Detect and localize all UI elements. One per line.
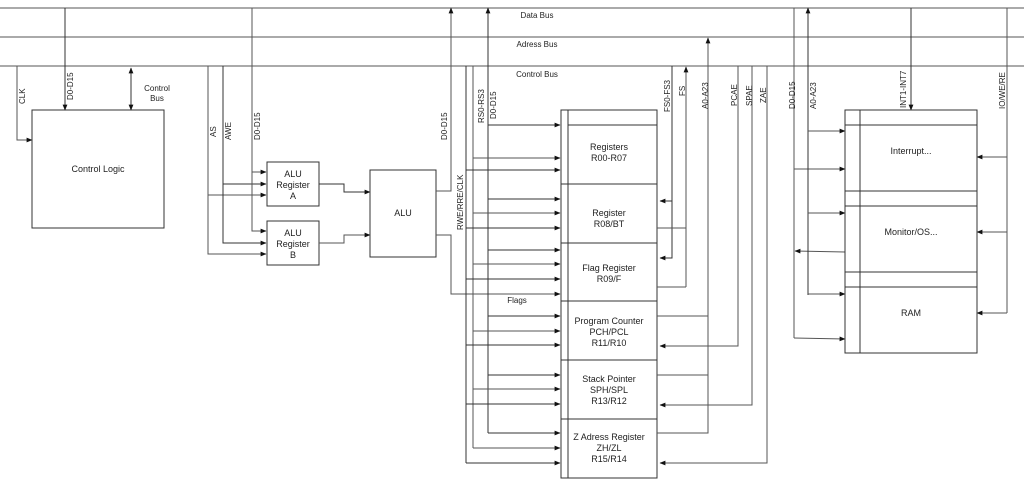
svg-text:PCH/PCL: PCH/PCL [589, 327, 628, 337]
alu-register-a-line1: ALU [284, 169, 302, 179]
alu-data-wire-a [251, 8, 267, 175]
fs-bus-label: FS0-FS3 [663, 79, 672, 112]
spae-wire [659, 66, 753, 408]
control-bus-label: Control Bus [516, 70, 558, 79]
reg-a-to-alu-wire [319, 183, 371, 195]
control-logic-section: Control Logic CLK D0-D15 Control Bus [16, 8, 170, 229]
clk-label: CLK [18, 88, 27, 104]
register-stack [560, 109, 658, 479]
alu-label: ALU [394, 208, 412, 218]
pcae-label: PCAE [730, 84, 739, 106]
svg-text:R00-R07: R00-R07 [591, 153, 627, 163]
svg-text:ZH/ZL: ZH/ZL [596, 443, 621, 453]
alu-register-b-line2: Register [276, 239, 310, 249]
alu-register-b-line1: ALU [284, 228, 302, 238]
svg-text:R11/R10: R11/R10 [592, 338, 627, 348]
mem-data-label: D0-D15 [788, 81, 797, 109]
svg-text:Z Adress Register: Z Adress Register [573, 432, 645, 442]
svg-text:R15/R14: R15/R14 [591, 454, 627, 464]
as-label: AS [209, 126, 218, 137]
register-r00-r07: Registers R00-R07 [590, 142, 629, 163]
alu-register-b-line3: B [290, 250, 296, 260]
addr-out-wire [657, 37, 711, 317]
alu-data-label: D0-D15 [253, 112, 262, 140]
alu-register-a [266, 161, 320, 207]
address-bus-label: Adress Bus [517, 40, 558, 49]
control-bus-text-2: Bus [150, 94, 164, 103]
memory-stack [844, 109, 978, 354]
alu-section: AS AWE D0-D15 ALU Register A ALU Registe… [207, 7, 561, 305]
bus-lines: Data Bus Adress Bus Control Bus [0, 7, 1024, 79]
control-logic-label: Control Logic [71, 164, 125, 174]
control-data-label: D0-D15 [66, 72, 75, 100]
register-stack-pointer: Stack Pointer SPH/SPL R13/R12 [582, 374, 636, 406]
pcae-wire [659, 66, 739, 349]
alu-out-data-wire [436, 7, 454, 192]
mem-addr-label: A0-A23 [809, 82, 818, 109]
interrupt-block: Interrupt... [890, 146, 931, 156]
as-wire-b [207, 195, 267, 257]
memory-section: D0-D15 A0-A23 INT1-INT7 IO/WE/RE Interru… [788, 7, 1008, 354]
register-program-counter: Program Counter PCH/PCL R11/R10 [574, 316, 643, 348]
fs-bus-wire-flag [659, 66, 673, 261]
io-label: IO/WE/RE [998, 72, 1007, 109]
reg-b-to-alu-wire [319, 232, 371, 244]
svg-text:R13/R12: R13/R12 [591, 396, 627, 406]
addr-out-label: A0-A23 [701, 82, 710, 109]
svg-text:Flag Register: Flag Register [582, 263, 636, 273]
svg-text:Stack Pointer: Stack Pointer [582, 374, 636, 384]
register-input-arrows [466, 122, 561, 466]
awe-label: AWE [224, 122, 233, 140]
svg-text:Program Counter: Program Counter [574, 316, 643, 326]
rs-label: RS0-RS3 [477, 89, 486, 123]
alu-data-wire-b [251, 172, 267, 234]
alu-register-a-line2: Register [276, 180, 310, 190]
data-bus-label: Data Bus [521, 11, 554, 20]
rwe-label: RWE/RRE/CLK [456, 174, 465, 230]
reg-data-label: D0-D15 [489, 91, 498, 119]
svg-text:Registers: Registers [590, 142, 629, 152]
awe-wire-b [222, 184, 267, 246]
zae-wire [659, 66, 768, 466]
svg-text:R09/F: R09/F [597, 274, 622, 284]
register-r08-bt: Register R08/BT [592, 208, 626, 229]
alu-out-data-label: D0-D15 [440, 112, 449, 140]
register-file-section: RWE/RRE/CLK RS0-RS3 D0-D15 [456, 7, 768, 479]
register-z-address: Z Adress Register ZH/ZL R15/R14 [573, 432, 645, 464]
int-label: INT1-INT7 [899, 70, 908, 108]
monitor-os-block: Monitor/OS... [884, 227, 937, 237]
control-bus-text-1: Control [144, 84, 170, 93]
ram-block: RAM [901, 308, 921, 318]
flags-wire [436, 234, 561, 297]
alu-block [369, 169, 437, 258]
flags-label: Flags [507, 296, 527, 305]
register-flag: Flag Register R09/F [582, 263, 636, 284]
svg-text:SPH/SPL: SPH/SPL [590, 385, 628, 395]
alu-register-a-line3: A [290, 191, 296, 201]
clk-wire [16, 66, 33, 143]
zae-label: ZAE [759, 87, 768, 103]
fs-label: FS [678, 86, 687, 96]
control-logic-block [31, 109, 165, 229]
svg-text:Register: Register [592, 208, 626, 218]
svg-text:R08/BT: R08/BT [594, 219, 625, 229]
spae-label: SPAE [745, 85, 754, 106]
